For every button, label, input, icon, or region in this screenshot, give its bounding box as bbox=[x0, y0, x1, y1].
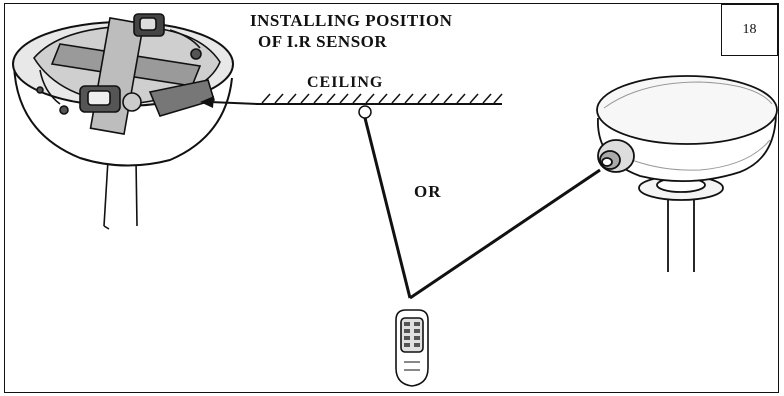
canopy-closed-icon bbox=[596, 75, 778, 272]
signal-lines bbox=[363, 117, 601, 300]
title-line-2: OF I.R SENSOR bbox=[258, 32, 388, 51]
page-frame bbox=[4, 3, 779, 393]
page-number: 18 bbox=[742, 22, 757, 37]
diagram-title: INSTALLING POSITION OF I.R SENSOR bbox=[250, 10, 530, 52]
canopy-open-icon bbox=[12, 13, 234, 230]
remote-control-icon bbox=[395, 309, 429, 387]
or-label: OR bbox=[414, 182, 442, 201]
ceiling-label: CEILING bbox=[307, 74, 384, 91]
title-line-1: INSTALLING POSITION bbox=[250, 11, 453, 30]
page-number-box: 18 bbox=[721, 4, 778, 56]
sensor-pointer-arrow bbox=[200, 96, 259, 108]
ceiling-icon bbox=[256, 93, 503, 119]
